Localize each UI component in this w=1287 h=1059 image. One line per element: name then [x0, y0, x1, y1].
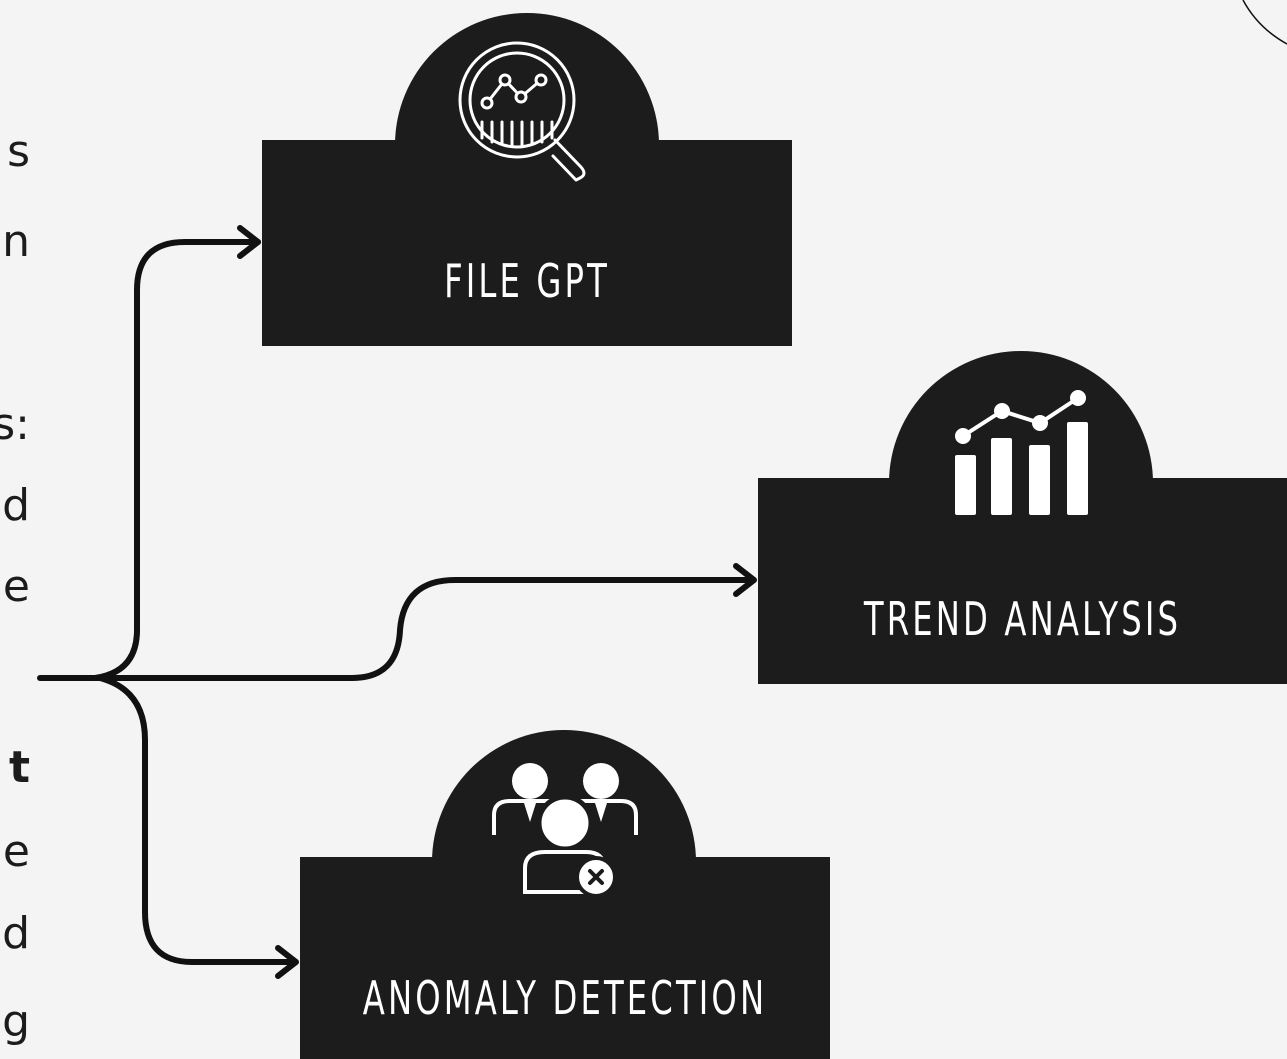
left-text-fragment: d — [2, 480, 30, 531]
connector-to-file-gpt — [92, 239, 261, 681]
arrowhead-anomaly-detection — [275, 945, 299, 979]
card-body — [262, 140, 792, 346]
left-text-fragment: d — [2, 908, 30, 959]
card-label-trend-analysis: TREND ANALYSIS — [863, 592, 1182, 646]
arrowhead-file-gpt — [237, 225, 261, 259]
card-anomaly-detection — [300, 730, 830, 1059]
card-label-file-gpt: FILE GPT — [444, 254, 610, 308]
left-text-fragment: g — [2, 996, 30, 1047]
card-dome — [395, 13, 659, 145]
left-text-fragment: s: — [0, 399, 30, 450]
corner-arc-decoration — [1242, 0, 1287, 45]
bar-trend-icon — [955, 390, 1088, 515]
left-text-fragment: e — [2, 826, 30, 877]
left-text-fragment: n — [2, 216, 30, 267]
connector-to-trend-analysis — [97, 577, 755, 681]
left-text-fragment: t — [8, 742, 30, 793]
connector-to-anomaly-detection — [97, 675, 298, 965]
card-label-anomaly-detection: ANOMALY DETECTION — [362, 971, 768, 1025]
arrowhead-trend-analysis — [733, 563, 757, 597]
magnifier-chart-icon — [458, 41, 586, 182]
left-text-fragment: e — [2, 561, 30, 612]
left-text-fragment: s — [7, 126, 30, 177]
people-alert-icon — [492, 763, 638, 898]
card-body — [758, 478, 1287, 684]
